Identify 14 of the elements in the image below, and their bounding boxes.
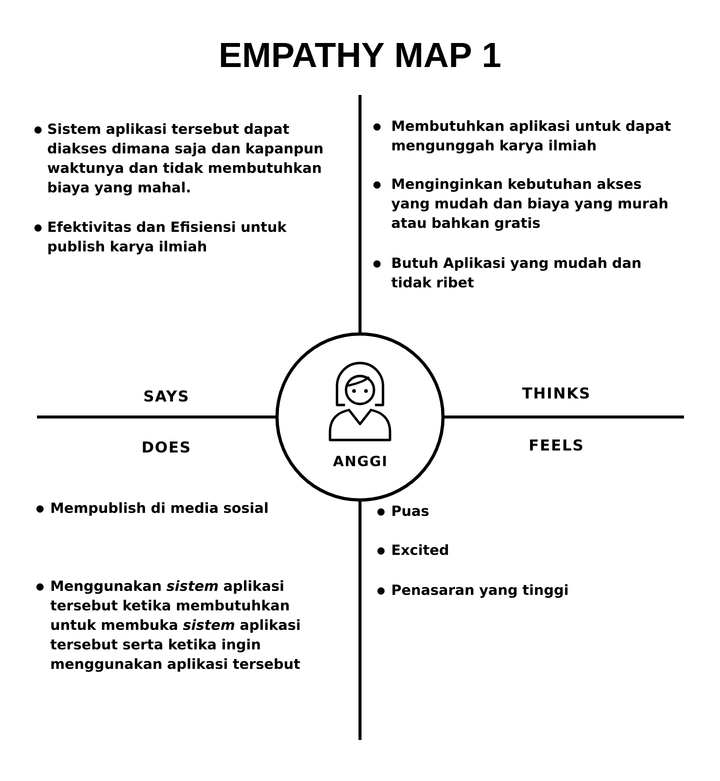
list-item: Butuh Aplikasi yang mudah dan tidak ribet <box>391 257 640 288</box>
quadrant-heading: THINKS <box>522 387 589 399</box>
list-item: Efektivitas dan Efisiensi untuk publish karya ilmiah <box>48 221 287 254</box>
list-item: Mempublish di media sosial <box>51 502 268 516</box>
list-item: Penasaran yang tinggi <box>392 584 568 598</box>
list-item: Sistem aplikasi tersebut dapat diakses dimana saja dan kapanpun waktunya dan tidak membutuhkan biaya yang mahal. <box>48 123 322 196</box>
quadrant-heading: SAYS <box>144 390 188 402</box>
quadrant-heading: FEELS <box>530 439 582 451</box>
title: EMPATHY MAP 1 <box>221 42 500 68</box>
quadrant-heading: DOES <box>142 441 190 453</box>
list-item: Menginginkan kebutuhan akses yang mudah dan biaya yang murah atau bahkan gratis <box>391 178 668 231</box>
list-item: Excited <box>392 544 448 556</box>
list-item: Membutuhkan aplikasi untuk dapat mengunggah karya ilmiah <box>392 120 671 154</box>
list-item: Menggunakan sistem aplikasi tersebut ketika membutuhkan untuk membuka sistem aplikasi tersebut serta ketika ingin menggunakan aplikasi tersebut <box>50 580 300 672</box>
